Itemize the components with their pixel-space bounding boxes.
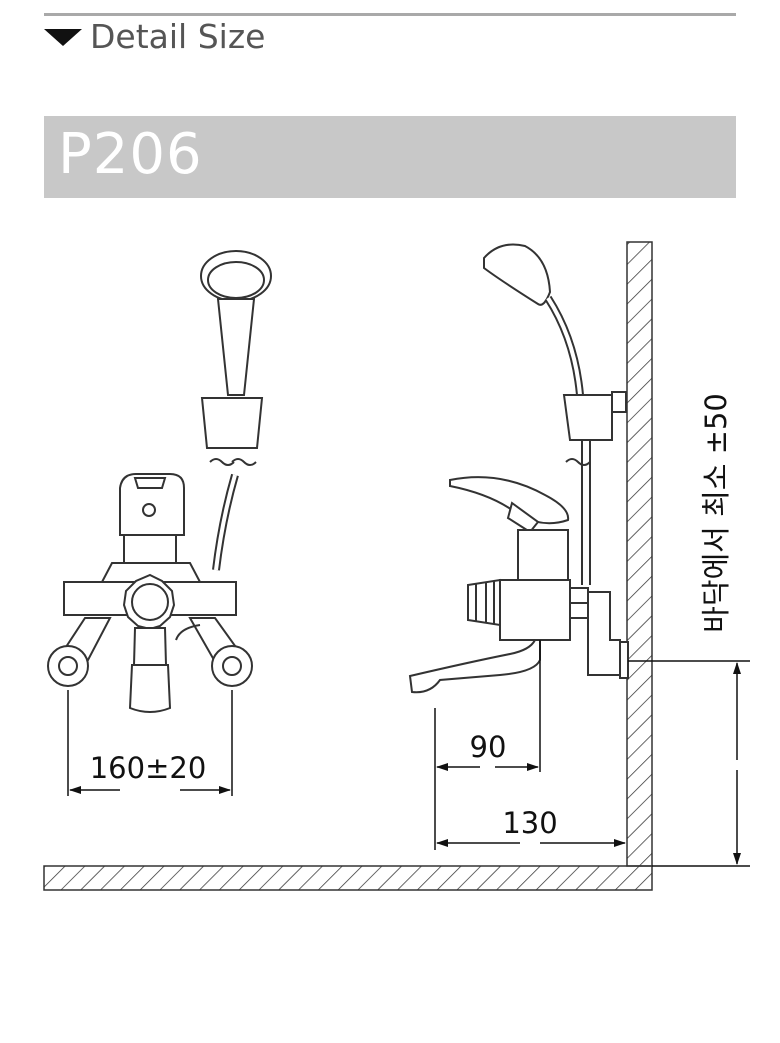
front-view-faucet — [47, 250, 272, 713]
dimension-label-handle-spacing: 160±20 — [90, 751, 207, 785]
dimension-label-floor-height: 바닥에서 최소 ±50 — [699, 393, 733, 633]
top-divider — [44, 13, 736, 16]
model-code: P206 — [58, 122, 203, 187]
floor-section — [43, 865, 653, 891]
model-banner: P206 — [44, 116, 736, 198]
dimension-floor-height — [628, 660, 750, 867]
dimension-label-spout-depth: 90 — [470, 730, 507, 764]
dimension-label-wall-projection: 130 — [502, 806, 557, 840]
section-header: Detail Size — [44, 14, 265, 58]
side-view-faucet — [408, 243, 629, 694]
dimension-handle-spacing — [67, 690, 233, 796]
triangle-down-icon — [44, 28, 82, 46]
wall-section — [626, 241, 653, 867]
section-title: Detail Size — [90, 16, 266, 56]
dimension-spout-depth — [434, 640, 541, 850]
